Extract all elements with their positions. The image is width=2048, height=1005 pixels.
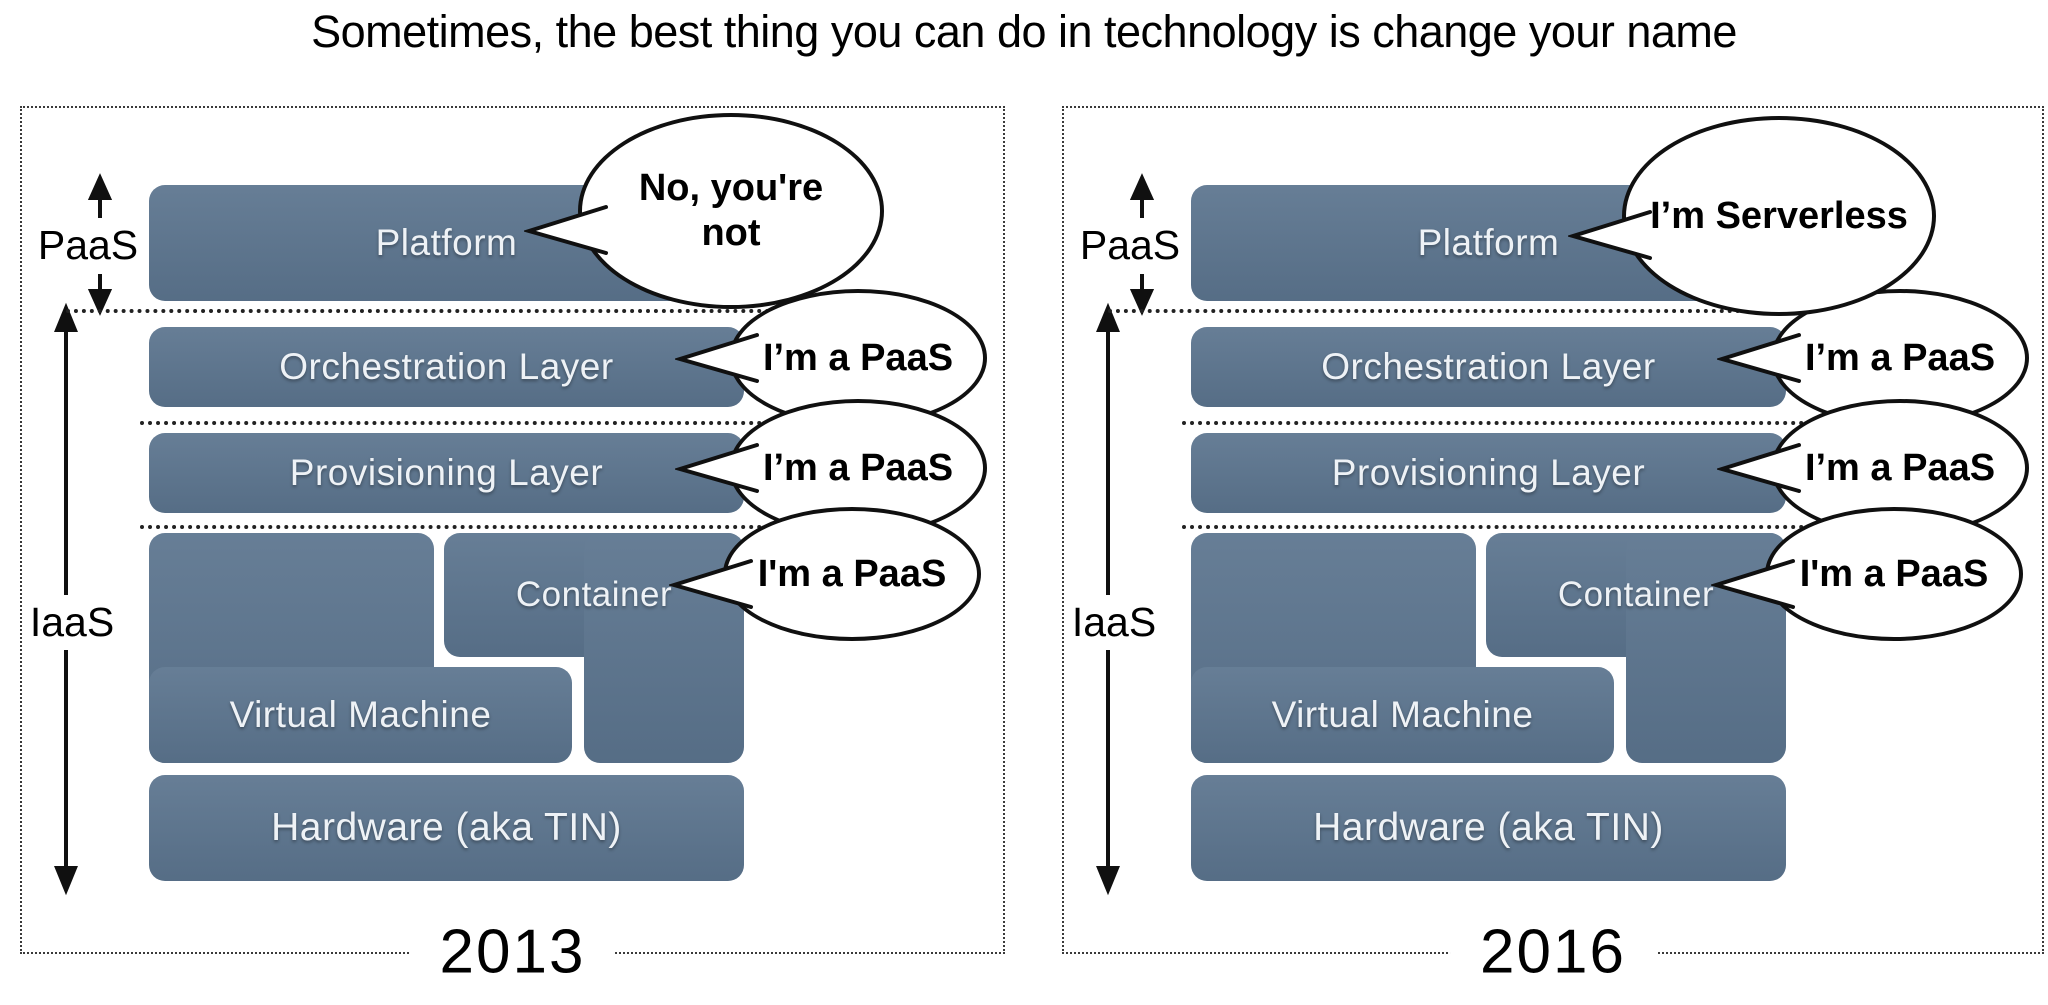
layer-hardware-label: Hardware (aka TIN) [1313,806,1664,849]
paas-down-arrow-icon [87,274,113,316]
paas-up-arrow-icon [87,173,113,218]
layer-container-label: Container [515,575,673,614]
layer-orchestration [1191,327,1786,407]
year-label: 2016 [1450,916,1656,988]
bubble-tail [1717,443,1801,493]
paas-up-arrow-icon [1129,173,1155,218]
bubble-text-line: I’m a PaaS [1804,336,1996,379]
bubble-text-line: I'm a PaaS [1799,552,1989,595]
paas-iaas-separator [66,309,778,313]
bubble-tail [1717,333,1801,383]
layer-provisioning-label: Provisioning Layer [289,452,604,493]
paas-iaas-separator [1108,309,1820,313]
year-label: 2013 [409,916,616,988]
paas-label: PaaS [37,222,139,268]
bubble-text-line: I’m a PaaS [1804,446,1996,489]
paas-label: PaaS [1079,222,1181,268]
iaas-label: IaaS [24,595,120,650]
virtual-machine-shape-part [1191,667,1614,763]
speech-bubble-container: I'm a PaaS [669,507,981,641]
bubble-text-line: I’m Serverless [1650,194,1908,237]
speech-bubble-platform: I’m Serverless [1568,116,1936,316]
layer-virtual-machine-label: Virtual Machine [229,694,492,735]
panel-2013: PaaS IaaS Platform Orchestration Layer P… [20,106,1005,988]
bubble-tail [1711,559,1795,610]
speech-bubble-container: I'm a PaaS [1711,507,2023,641]
layer-hardware [149,775,744,881]
layer-container-label: Container [1557,575,1715,614]
iaas-label: IaaS [1066,595,1162,650]
layer-virtual-machine-label: Virtual Machine [1271,694,1534,735]
bubble-tail [524,204,608,255]
layer-orchestration-label: Orchestration Layer [279,346,614,387]
layer-platform-label: Platform [375,222,518,263]
layer-provisioning [149,433,744,513]
bubble-text-line: I’m a PaaS [762,446,954,489]
virtual-machine-shape-part [149,667,572,763]
layer-provisioning [1191,433,1786,513]
bubble-tail [669,559,753,610]
speech-bubble-platform: No, you're not [524,113,884,309]
bubble-text-line: I’m a PaaS [762,336,954,379]
layer-separator [140,421,770,425]
page-title: Sometimes, the best thing you can do in … [311,6,1737,57]
layer-orchestration [149,327,744,407]
paas-down-arrow-icon [1129,274,1155,316]
bubble-tail [675,333,759,383]
layer-orchestration-label: Orchestration Layer [1321,346,1656,387]
speech-bubble-provisioning: I’m a PaaS [675,399,987,537]
layer-hardware-label: Hardware (aka TIN) [271,806,622,849]
bubble-text-line: No, you're [638,167,824,210]
layer-separator [1182,421,1812,425]
layer-separator [1182,525,1812,529]
layer-separator [140,525,770,529]
layer-platform-label: Platform [1417,222,1560,263]
bubble-tail [675,443,759,493]
panel-2016: PaaS IaaS Platform Orchestration Layer P… [1062,106,2044,988]
layer-provisioning-label: Provisioning Layer [1331,452,1646,493]
bubble-text-line: I'm a PaaS [757,552,947,595]
bubble-text-line: not [701,212,761,254]
bubble-tail [1568,210,1652,261]
layer-hardware [1191,775,1786,881]
